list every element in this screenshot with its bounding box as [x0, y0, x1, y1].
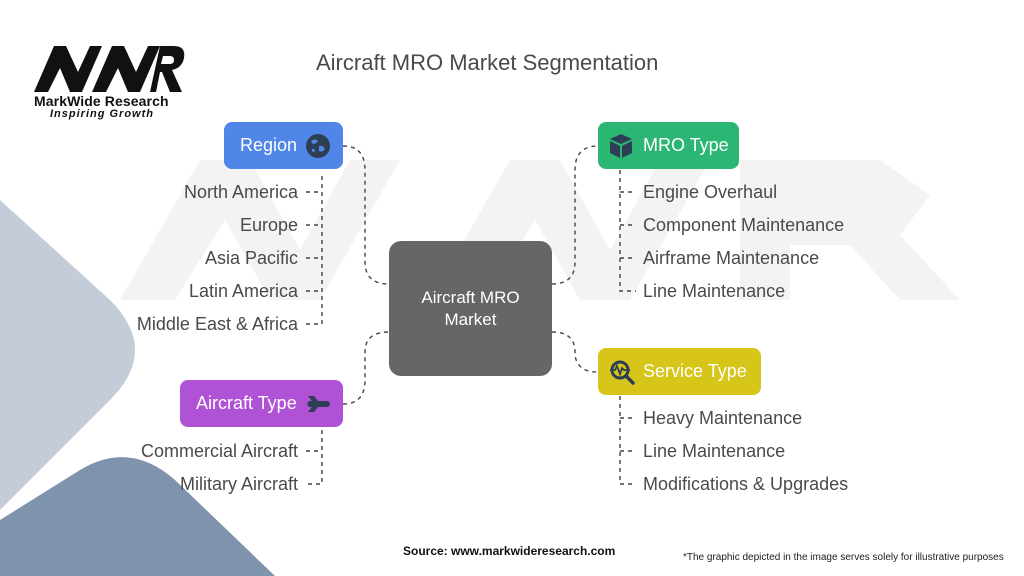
- decor-shape-light: [0, 200, 135, 510]
- service-type-label: Service Type: [643, 361, 747, 381]
- aircraft-type-pill: Aircraft Type: [180, 380, 343, 427]
- aircraft-type-label: Aircraft Type: [196, 393, 297, 413]
- service-type-item-3: Modifications & Upgrades: [643, 474, 849, 494]
- page-title: Aircraft MRO Market Segmentation: [316, 50, 659, 75]
- region-pill: Region: [224, 122, 343, 169]
- service-type-pill: Service Type: [598, 348, 761, 395]
- region-item-3: Asia Pacific: [204, 248, 298, 268]
- logo-brand-name: MarkWide Research: [34, 93, 169, 109]
- decor-shape-dark: [0, 457, 275, 576]
- region-item-2: Europe: [239, 215, 298, 235]
- mro-type-pill: MRO Type: [598, 122, 739, 169]
- mro-type-item-1: Engine Overhaul: [643, 182, 778, 202]
- aircraft-type-item-1: Commercial Aircraft: [140, 441, 298, 461]
- mro-type-item-4: Line Maintenance: [643, 281, 786, 301]
- disclaimer-note: *The graphic depicted in the image serve…: [683, 552, 1004, 563]
- center-node-line-2: Market: [444, 309, 497, 329]
- service-type-item-1: Heavy Maintenance: [643, 408, 803, 428]
- mro-type-item-2: Component Maintenance: [643, 215, 845, 235]
- region-item-5: Middle East & Africa: [136, 314, 298, 334]
- markwide-logo-icon: [34, 46, 185, 92]
- mro-type-label: MRO Type: [643, 135, 729, 155]
- globe-icon: [306, 133, 330, 158]
- search-pulse-icon: [610, 360, 635, 385]
- airplane-icon: [307, 395, 330, 412]
- center-node: Aircraft MRO Market: [389, 241, 552, 376]
- mro-type-item-3: Airframe Maintenance: [643, 248, 820, 268]
- service-type-item-2: Line Maintenance: [643, 441, 786, 461]
- center-node-line-1: Aircraft MRO: [421, 287, 520, 307]
- connector-lines: [306, 145, 636, 485]
- region-item-1: North America: [183, 182, 298, 202]
- box-icon: [610, 133, 632, 158]
- region-item-4: Latin America: [188, 281, 298, 301]
- source-text: Source: www.markwideresearch.com: [403, 544, 616, 558]
- aircraft-type-item-2: Military Aircraft: [179, 474, 298, 494]
- logo-tagline: Inspiring Growth: [50, 108, 154, 120]
- region-label: Region: [240, 135, 298, 155]
